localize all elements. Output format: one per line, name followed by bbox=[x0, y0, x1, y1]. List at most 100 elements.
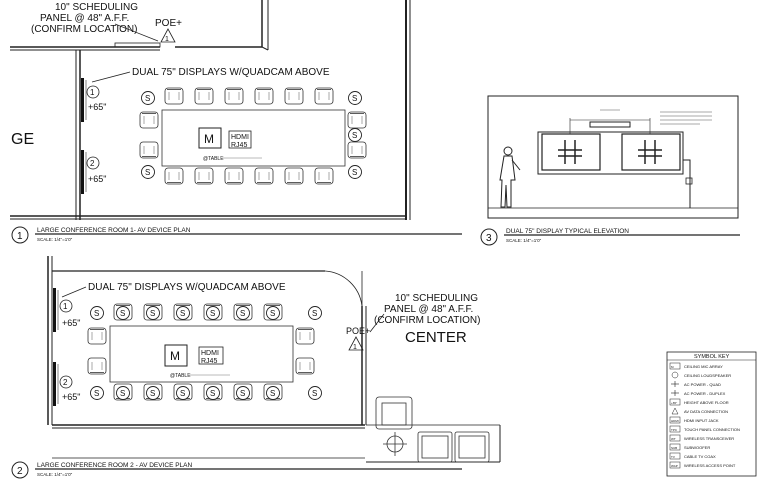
poe-label: POE+ bbox=[346, 326, 370, 336]
ceiling-speaker-icon: S bbox=[308, 306, 322, 320]
chair bbox=[164, 87, 184, 105]
chair bbox=[254, 87, 274, 105]
height-mark: 2 bbox=[90, 159, 95, 168]
plan-1-caption: 1 LARGE CONFERENCE ROOM 1- AV DEVICE PLA… bbox=[11, 226, 462, 244]
symbol-key-row: +65"HEIGHT ABOVE FLOOR bbox=[669, 398, 729, 406]
chair bbox=[295, 357, 315, 375]
symbol-key-rows: M CEILING MIC ARRAY CEILING LOUDSPEAKER AC … bbox=[669, 362, 740, 469]
svg-text:S: S bbox=[94, 389, 99, 398]
caption-number: 2 bbox=[17, 466, 23, 477]
rj45-label: RJ45 bbox=[201, 358, 217, 365]
svg-text:S: S bbox=[120, 309, 125, 318]
ceiling-speaker-icon: S bbox=[266, 306, 280, 320]
chair bbox=[314, 87, 334, 105]
symbol-key-row: M CEILING MIC ARRAY bbox=[669, 362, 723, 370]
height-label: +65" bbox=[88, 102, 106, 112]
ceiling-speaker-icon: S bbox=[90, 386, 104, 400]
chair bbox=[347, 111, 367, 129]
plan-2-room-label: CENTER bbox=[405, 329, 467, 346]
svg-text:S: S bbox=[150, 389, 155, 398]
chair bbox=[224, 87, 244, 105]
symbol-key-icon: WT bbox=[669, 434, 681, 442]
symbol-key-label: WIRELESS TRANSCEIVER bbox=[684, 436, 734, 441]
height-mark: 1 bbox=[63, 302, 68, 311]
height-label: +65" bbox=[88, 174, 106, 184]
ceiling-speaker-icon: S bbox=[348, 91, 362, 105]
ceiling-speaker-icon: S bbox=[141, 165, 155, 179]
plan-1-speakers: S S S S S bbox=[141, 91, 362, 179]
plan-2-lounge-furniture bbox=[375, 396, 490, 463]
symbol-key-icon: HDMI bbox=[669, 416, 681, 424]
elevation-frame bbox=[487, 95, 739, 219]
plan-1-height-marker-1: 1 +65" bbox=[86, 85, 106, 112]
plan-2-displays bbox=[53, 288, 59, 406]
symbol-key-icon: M bbox=[669, 362, 681, 370]
plan-2-scheduling-note-line-1: 10" SCHEDULING bbox=[395, 293, 478, 304]
svg-text:TPC: TPC bbox=[671, 428, 678, 432]
symbol-key-row: AC POWER - DUPLEX bbox=[671, 390, 726, 396]
ceiling-speaker-icon: S bbox=[206, 386, 220, 400]
plan-1-hdmi-jack: HDMI RJ45 bbox=[228, 130, 252, 149]
symbol-key-label: HEIGHT ABOVE FLOOR bbox=[684, 400, 729, 405]
hdmi-label: HDMI bbox=[231, 134, 249, 141]
elevation-quadcam bbox=[589, 121, 631, 128]
ceiling-speaker-icon: S bbox=[266, 386, 280, 400]
ceiling-speaker-icon: S bbox=[176, 386, 190, 400]
plan-1-chairs-bottom bbox=[139, 141, 367, 185]
ceiling-speaker-icon: S bbox=[116, 386, 130, 400]
ceiling-speaker-icon: S bbox=[308, 386, 322, 400]
caption-scale: SCALE: 1/4"=1'0" bbox=[37, 472, 73, 477]
plan-1-walls bbox=[10, 0, 411, 220]
chair bbox=[139, 141, 159, 159]
elevation-display-left bbox=[541, 133, 601, 171]
plan-2-hdmi-jack: HDMI RJ45 bbox=[198, 346, 224, 365]
height-mark: 2 bbox=[63, 378, 68, 387]
chair bbox=[314, 167, 334, 185]
svg-text:TV: TV bbox=[671, 455, 675, 459]
ceiling-speaker-icon: S bbox=[176, 306, 190, 320]
svg-text:S: S bbox=[352, 94, 357, 103]
symbol-key-row: AV DATA CONNECTION bbox=[671, 407, 728, 415]
svg-text:S: S bbox=[94, 309, 99, 318]
rj45-label: RJ45 bbox=[231, 142, 247, 149]
svg-text:S: S bbox=[150, 309, 155, 318]
symbol-key-icon bbox=[671, 407, 679, 415]
plan-2-caption: 2 LARGE CONFERENCE ROOM 2 - AV DEVICE PL… bbox=[11, 461, 462, 479]
caption-title: LARGE CONFERENCE ROOM 2 - AV DEVICE PLAN bbox=[37, 462, 192, 469]
plan-2-mic-array: M bbox=[164, 344, 188, 367]
svg-text:S: S bbox=[180, 389, 185, 398]
symbol-key-icon: TV bbox=[669, 452, 681, 460]
svg-text:S: S bbox=[352, 131, 357, 140]
symbol-key-icon bbox=[671, 371, 679, 379]
svg-text:M: M bbox=[671, 365, 674, 369]
symbol-key-row: CEILING LOUDSPEAKER bbox=[671, 371, 731, 379]
ceiling-speaker-icon: S bbox=[141, 91, 155, 105]
svg-text:S: S bbox=[270, 309, 275, 318]
chair bbox=[254, 167, 274, 185]
chair bbox=[87, 357, 107, 375]
caption-scale: SCALE: 1/4"=1'0" bbox=[37, 237, 73, 242]
ceiling-speaker-icon: S bbox=[90, 306, 104, 320]
plan-1-conference-table bbox=[161, 109, 346, 167]
ceiling-speaker-icon: S bbox=[116, 306, 130, 320]
svg-text:S: S bbox=[312, 309, 317, 318]
height-label: +65" bbox=[62, 392, 80, 402]
plan-1: 1 +65" 2 +65" 10" SCHEDULING PANEL @ 48"… bbox=[10, 0, 462, 244]
svg-text:S: S bbox=[352, 168, 357, 177]
symbol-key-frame bbox=[666, 351, 757, 477]
symbol-key-label: CEILING MIC ARRAY bbox=[684, 364, 723, 369]
svg-text:S: S bbox=[145, 168, 150, 177]
svg-text:S: S bbox=[240, 309, 245, 318]
chair bbox=[164, 167, 184, 185]
elevation-view: 3 DUAL 75" DISPLAY TYPICAL ELEVATION SCA… bbox=[480, 95, 740, 246]
ceiling-speaker-icon: S bbox=[348, 165, 362, 179]
plan-2-scheduling-note-line-3: (CONFIRM LOCATION) bbox=[374, 315, 480, 326]
svg-text:S: S bbox=[120, 389, 125, 398]
chair bbox=[284, 87, 304, 105]
svg-text:S: S bbox=[270, 389, 275, 398]
svg-text:S: S bbox=[240, 389, 245, 398]
elevation-caption: 3 DUAL 75" DISPLAY TYPICAL ELEVATION SCA… bbox=[480, 228, 740, 246]
